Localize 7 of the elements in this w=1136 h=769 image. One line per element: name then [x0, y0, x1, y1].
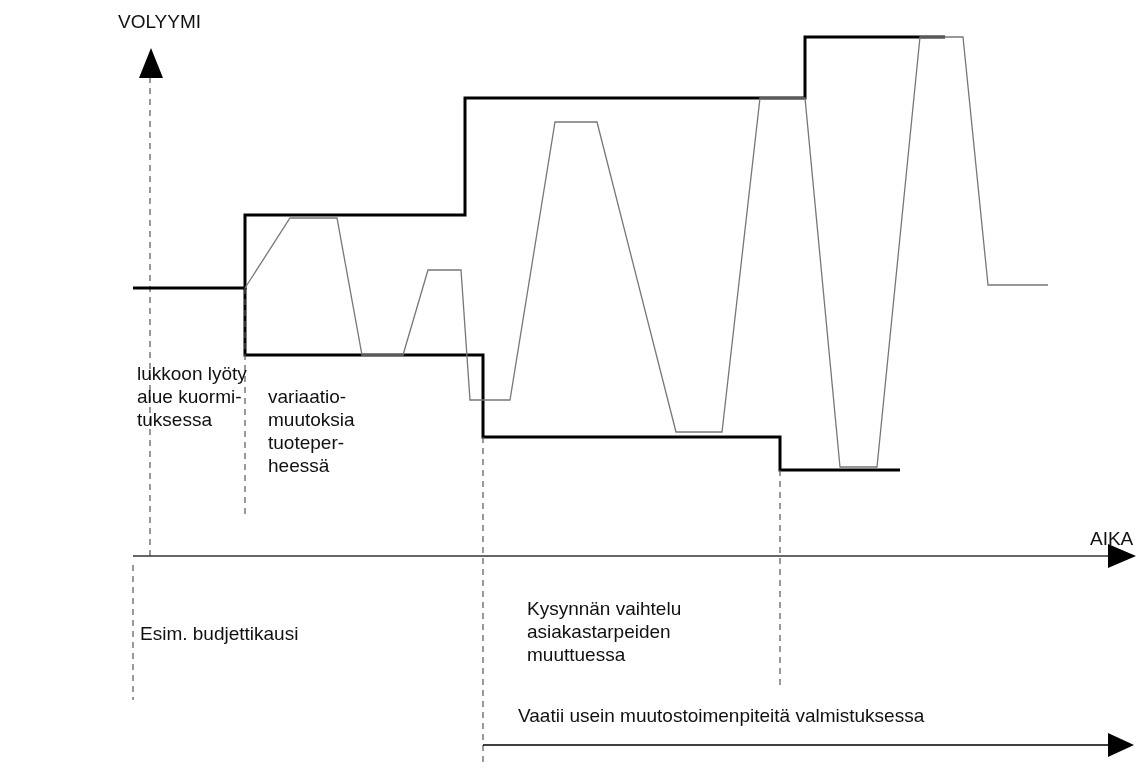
region-label: Kysynnän vaihtelu asiakastarpeiden muuttuessa — [527, 597, 683, 666]
axis-label: VOLYYMI — [118, 10, 203, 33]
period-label: Esim. budjettikausi — [140, 622, 300, 645]
axis-label: AIKA — [1090, 527, 1135, 550]
region-label: lukkoon lyöty alue kuormi- tuksessa — [137, 362, 248, 431]
note-text: Vaatii usein muutostoimenpiteitä valmistuksessa — [518, 704, 926, 727]
region-label: variaatio- muutoksia tuoteper- heessä — [268, 385, 356, 477]
